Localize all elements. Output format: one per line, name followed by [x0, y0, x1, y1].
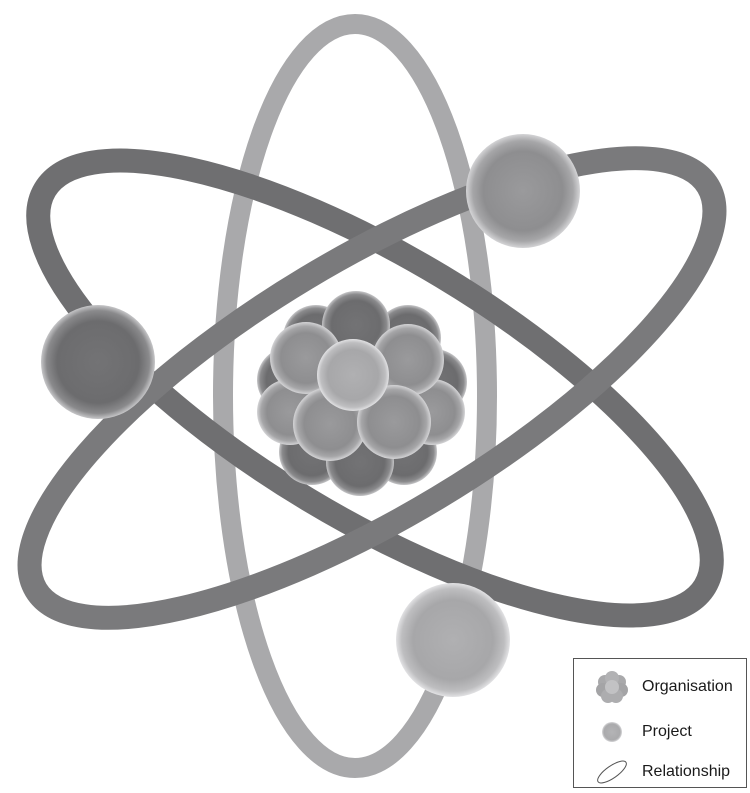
ellipse-icon [592, 754, 632, 790]
nucleus-cluster [257, 291, 467, 496]
legend-item-relationship: Relationship [574, 754, 748, 790]
project-sphere-top-right [466, 134, 580, 248]
project-sphere-bottom [396, 583, 510, 697]
cluster-icon [592, 669, 632, 705]
legend: Organisation Project Relationship [573, 658, 747, 788]
legend-label-relationship: Relationship [642, 754, 730, 790]
sphere-icon [592, 714, 632, 750]
project-sphere-left [41, 305, 155, 419]
legend-item-organisation: Organisation [574, 669, 748, 705]
legend-item-project: Project [574, 714, 748, 750]
legend-label-organisation: Organisation [642, 669, 733, 705]
legend-label-project: Project [642, 714, 692, 750]
